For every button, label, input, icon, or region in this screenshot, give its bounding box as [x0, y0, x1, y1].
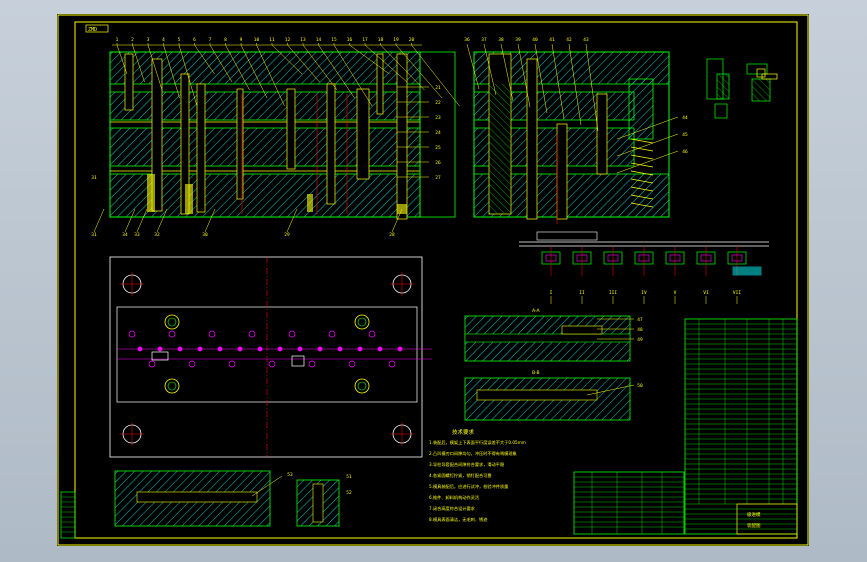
part-number-label: 10 — [254, 37, 260, 43]
tech-title: 技术要求 — [452, 428, 475, 436]
part-number-label: 21 — [435, 85, 441, 91]
part-number-label: 19 — [393, 37, 399, 43]
part-number-label: 37 — [481, 37, 487, 43]
tech-requirement-line: 5.模具装配后，应进行试冲，检验冲件质量 — [429, 483, 508, 490]
plan-view — [109, 256, 432, 458]
part-number-label: 1 — [116, 37, 119, 43]
part-number-label: 49 — [637, 337, 643, 343]
part-number-label: 22 — [435, 100, 441, 106]
outer-frame — [57, 14, 809, 546]
section-label-aa: A-A — [532, 308, 541, 314]
section-views: 47 48 49 50 A-A B-B — [464, 308, 643, 421]
side-assembly-section: 36 37 38 39 40 41 42 43 44 45 46 — [464, 37, 688, 224]
tech-requirement-line: 7.闭合高度符合设计要求 — [429, 505, 476, 512]
strip-station-label: III — [609, 290, 617, 296]
part-number-label: 24 — [435, 130, 441, 136]
parts-list: 级进模 装配图 — [573, 318, 798, 535]
part-number-label: 51 — [346, 474, 352, 480]
strip-station-label: I — [550, 290, 553, 296]
detail-views-top-right — [706, 58, 778, 119]
part-number-label: 36 — [464, 37, 470, 43]
part-number-label: 31 — [91, 175, 97, 181]
part-number-label: 4 — [162, 37, 165, 43]
part-number-label: 30 — [202, 232, 208, 238]
strip-station-label: II — [579, 290, 585, 296]
part-number-label: 26 — [435, 160, 441, 166]
part-number-label: 9 — [240, 37, 243, 43]
part-number-label: 29 — [284, 232, 290, 238]
part-number-label: 41 — [549, 37, 555, 43]
part-number-label: 15 — [331, 37, 337, 43]
tech-requirement-line: 8.模具表面清洁，无毛刺、锈迹 — [429, 516, 488, 523]
tech-requirement-line: 2.凸凹模刃口间隙均匀，冲压时不得有啃模现象 — [429, 450, 517, 457]
left-margin-stamp — [60, 491, 76, 539]
inner-frame — [74, 21, 798, 539]
title-block-line2: 装配图 — [747, 522, 761, 529]
strip-station-label: V — [674, 290, 677, 296]
part-number-label: 45 — [682, 132, 688, 138]
part-number-label: 27 — [435, 175, 441, 181]
part-number-label: 3 — [147, 37, 150, 43]
part-number-label: 44 — [682, 115, 688, 121]
part-number-label: 11 — [269, 37, 275, 43]
part-number-label: 17 — [362, 37, 368, 43]
part-number-label: 14 — [316, 37, 322, 43]
part-number-label: 18 — [378, 37, 384, 43]
part-number-label: 40 — [532, 37, 538, 43]
part-number-label: 48 — [637, 327, 643, 333]
part-number-label: 50 — [637, 383, 643, 389]
part-number-label: 16 — [347, 37, 353, 43]
title-block-line1: 级进模 — [747, 511, 761, 518]
technical-requirements: 技术要求 1.装配后，模架上下表面平行度误差不大于0.05mm 2.凸凹模刃口间隙… — [429, 428, 526, 523]
strip-station-label: IV — [641, 290, 647, 296]
part-number-label: 13 — [300, 37, 306, 43]
part-number-label: 34 — [122, 232, 128, 238]
drawing-sheet[interactable]: ZMD — [57, 14, 809, 546]
part-number-label: 8 — [224, 37, 227, 43]
part-number-label: 5 — [178, 37, 181, 43]
part-number-label: 39 — [515, 37, 521, 43]
tech-requirement-line: 4.各紧固螺钉拧紧，销钉配合可靠 — [429, 472, 492, 479]
part-number-label: 47 — [637, 317, 643, 323]
part-number-label: 2 — [131, 37, 134, 43]
part-number-label: 23 — [435, 115, 441, 121]
tech-requirement-line: 1.装配后，模架上下表面平行度误差不大于0.05mm — [429, 439, 526, 446]
part-number-label: 31 — [91, 232, 97, 238]
part-number-label: 33 — [134, 232, 140, 238]
part-number-label: 12 — [285, 37, 291, 43]
part-number-label: 52 — [346, 490, 352, 496]
cad-drawing: ZMD — [57, 14, 809, 546]
part-number-label: 7 — [209, 37, 212, 43]
part-number-label: 25 — [435, 145, 441, 151]
tech-requirement-line: 6.推件、卸料机构动作灵活 — [429, 494, 479, 501]
strip-station-label: VII — [733, 290, 741, 296]
part-number-label: 32 — [154, 232, 160, 238]
part-number-label: 42 — [566, 37, 572, 43]
part-number-label: 6 — [193, 37, 196, 43]
tech-requirement-line: 3.导柱导套配合间隙符合要求，滑动平稳 — [429, 461, 505, 468]
title-tag: ZMD — [88, 27, 97, 33]
part-number-label: 38 — [498, 37, 504, 43]
part-number-label: 53 — [287, 472, 293, 478]
part-number-label: 28 — [389, 232, 395, 238]
bottom-detail-views: 53 51 52 — [114, 470, 352, 527]
part-number-label: 43 — [583, 37, 589, 43]
section-label-bb: B-B — [532, 370, 540, 376]
strip-station-label: VI — [703, 290, 709, 296]
part-number-label: 20 — [409, 37, 415, 43]
part-number-label: 46 — [682, 149, 688, 155]
